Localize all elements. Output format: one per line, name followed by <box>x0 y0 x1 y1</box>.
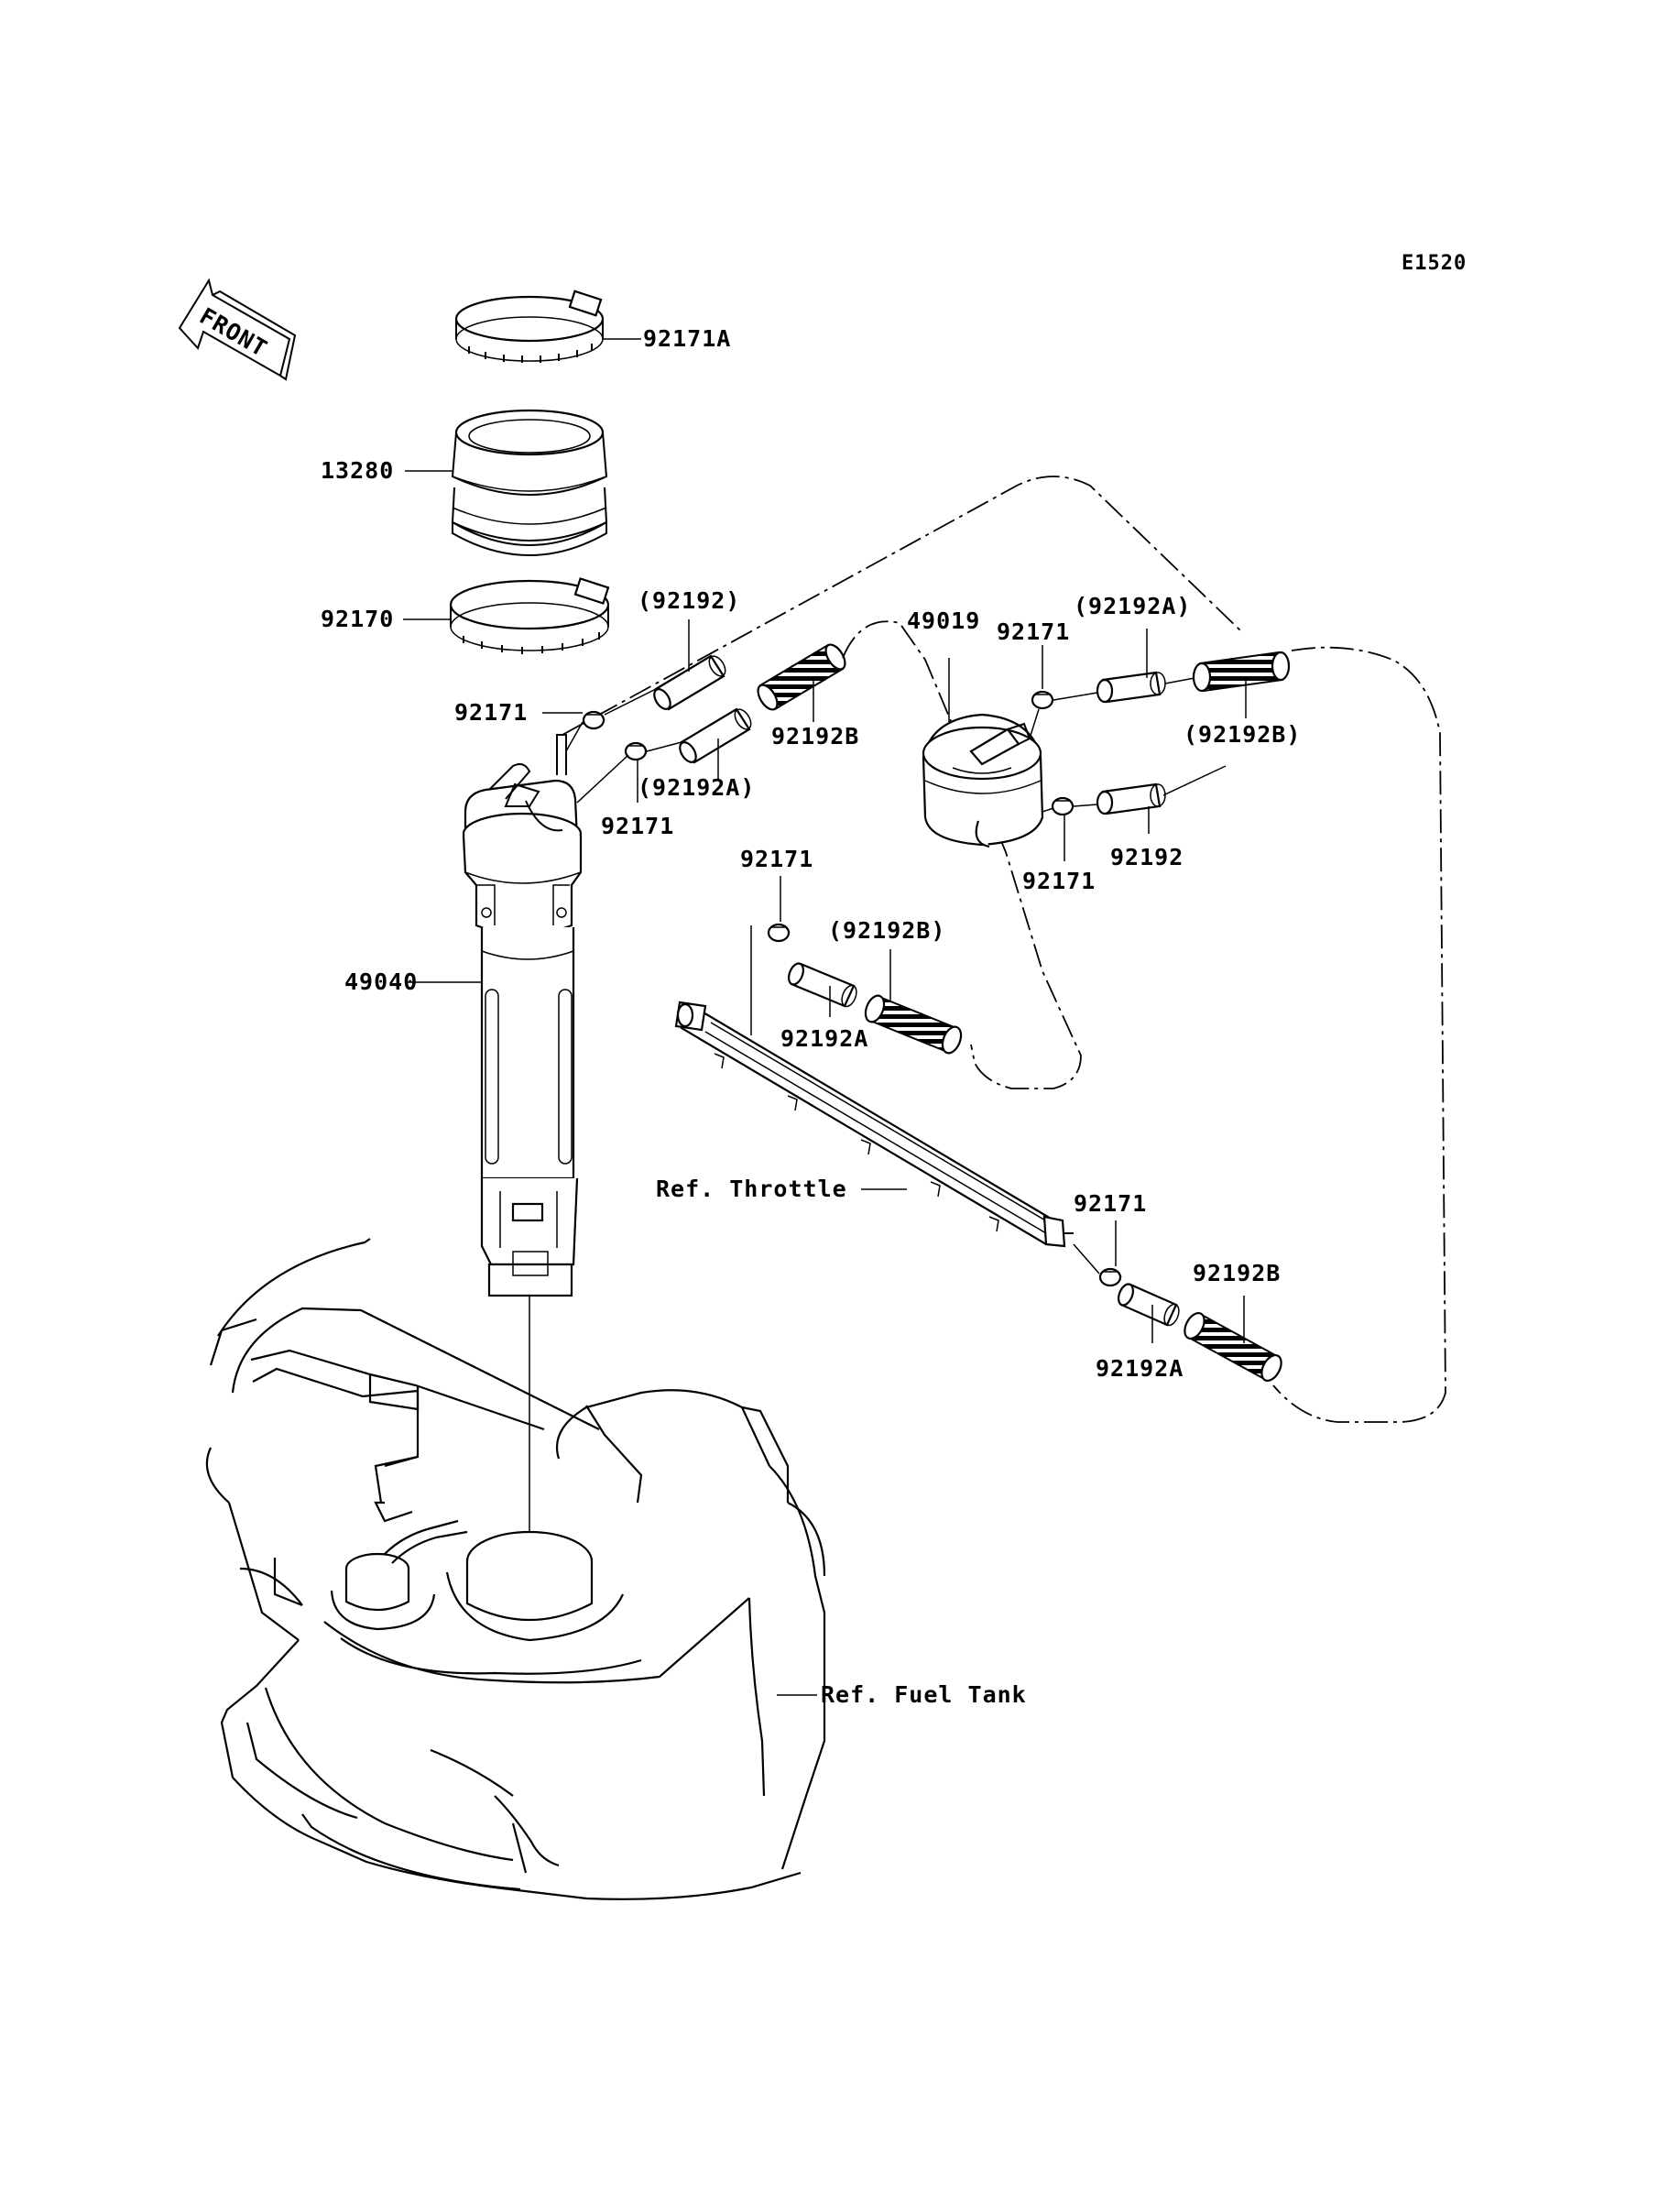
clip-low <box>1098 1267 1122 1287</box>
label-clip-left-bottom: 92171 <box>601 813 674 839</box>
hose-92192A-right <box>1096 671 1166 704</box>
label-hose-92192B-right: (92192B) <box>1184 721 1301 748</box>
label-clamp-lower: 92170 <box>321 606 394 632</box>
label-clip-filter-bottom: 92171 <box>1022 868 1096 894</box>
clip-left-top <box>582 710 605 730</box>
hose-92192A-left <box>679 707 752 764</box>
hose-92192B-mid <box>864 994 963 1055</box>
hose-92192B-left <box>757 643 846 711</box>
front-arrow-icon: FRONT <box>178 278 297 381</box>
label-seal: 13280 <box>321 457 394 484</box>
label-filter: 49019 <box>907 607 980 634</box>
label-hose-92192A-left: (92192A) <box>638 774 755 801</box>
label-hose-92192B-left: 92192B <box>771 723 859 749</box>
label-ref-fuel-tank: Ref. Fuel Tank <box>821 1681 1027 1708</box>
seal-13280 <box>451 409 608 556</box>
clip-filter-top <box>1031 690 1054 710</box>
label-hose-92192-right: 92192 <box>1110 844 1184 870</box>
throttle-fuel-rail <box>674 1001 1074 1248</box>
label-hose-92192-top: (92192) <box>638 587 740 614</box>
diagram-code: E1520 <box>1402 252 1467 275</box>
clip-mid <box>767 923 791 943</box>
label-hose-92192B-mid: (92192B) <box>828 917 945 944</box>
clamp-top <box>454 290 605 363</box>
fuel-pump-49040 <box>462 734 583 1297</box>
label-ref-throttle: Ref. Throttle <box>656 1176 847 1202</box>
fuel-tank-ref <box>205 1238 826 1900</box>
label-clamp-top: 92171A <box>643 325 731 352</box>
hose-92192A-low <box>1118 1283 1180 1327</box>
hose-92192-right <box>1096 782 1166 815</box>
label-hose-92192A-mid: 92192A <box>780 1025 868 1052</box>
clip-left-bottom <box>624 741 648 761</box>
fuel-filter-49019 <box>922 713 1044 848</box>
label-hose-92192A-right: (92192A) <box>1074 593 1191 619</box>
label-hose-92192B-low: 92192B <box>1193 1260 1281 1286</box>
label-pump: 49040 <box>344 968 418 995</box>
hose-92192-top <box>653 654 726 711</box>
front-label: FRONT <box>195 302 272 362</box>
label-clip-left-top: 92171 <box>454 699 528 726</box>
label-clip-filter-top: 92171 <box>997 618 1070 645</box>
hose-92192B-low <box>1184 1311 1282 1383</box>
hose-92192B-right <box>1192 651 1291 693</box>
hose-92192A-mid <box>788 962 857 1008</box>
label-clip-mid: 92171 <box>740 846 813 872</box>
clip-filter-bottom <box>1051 796 1075 816</box>
clamp-lower <box>449 577 610 654</box>
label-clip-low: 92171 <box>1074 1190 1147 1217</box>
label-hose-92192A-low: 92192A <box>1096 1355 1184 1382</box>
